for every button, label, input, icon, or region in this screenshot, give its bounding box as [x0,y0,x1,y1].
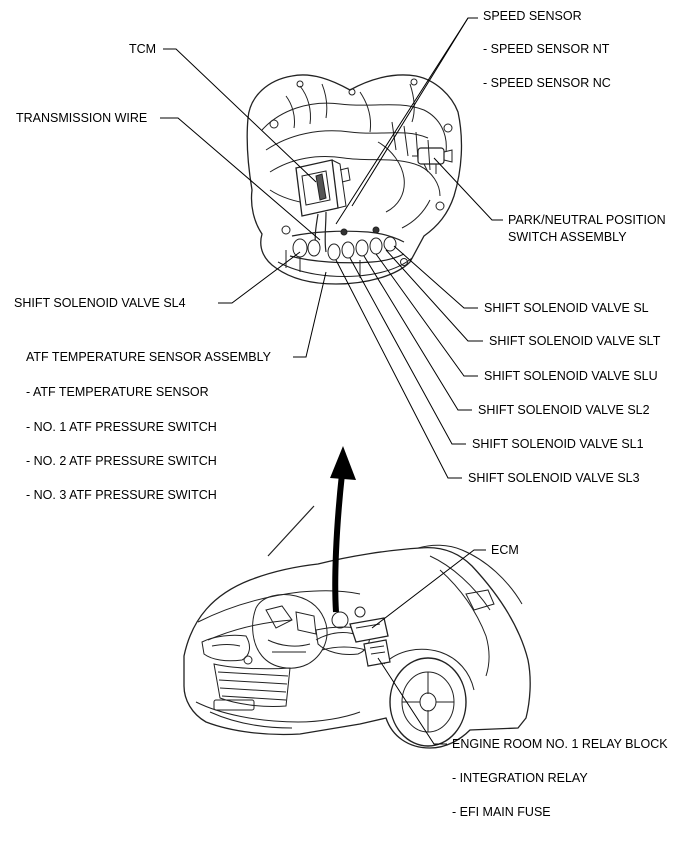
leader-lines [160,17,503,745]
label-integration-relay: - INTEGRATION RELAY [452,771,588,785]
label-speed-sensor: SPEED SENSOR [483,9,582,23]
label-park-neutral-switch: PARK/NEUTRAL POSITION [508,213,666,227]
label-atf-pressure-switch-1: - NO. 1 ATF PRESSURE SWITCH [26,420,217,434]
connection-arrow [330,446,356,613]
label-atf-pressure-switch-3: - NO. 3 ATF PRESSURE SWITCH [26,488,217,502]
label-atf-temp-sensor: - ATF TEMPERATURE SENSOR [26,385,209,399]
label-atf-pressure-switch-2: - NO. 2 ATF PRESSURE SWITCH [26,454,217,468]
transaxle-illustration [246,74,463,285]
label-shift-solenoid-sl: SHIFT SOLENOID VALVE SL [484,301,649,315]
label-engine-room-relay-block: ENGINE ROOM NO. 1 RELAY BLOCK [452,737,668,751]
label-shift-solenoid-sl1: SHIFT SOLENOID VALVE SL1 [472,437,644,451]
label-speed-sensor-nc: - SPEED SENSOR NC [483,76,611,90]
label-tcm: TCM [129,42,157,56]
label-shift-solenoid-sl4: SHIFT SOLENOID VALVE SL4 [14,296,186,310]
label-shift-solenoid-sl3: SHIFT SOLENOID VALVE SL3 [468,471,640,485]
label-speed-sensor-nt: - SPEED SENSOR NT [483,42,610,56]
label-shift-solenoid-slt: SHIFT SOLENOID VALVE SLT [489,334,661,348]
label-shift-solenoid-slu: SHIFT SOLENOID VALVE SLU [484,369,658,383]
label-atf-temp-sensor-assembly: ATF TEMPERATURE SENSOR ASSEMBLY [26,350,271,364]
label-park-neutral-switch-2: SWITCH ASSEMBLY [508,230,627,244]
label-efi-main-fuse: - EFI MAIN FUSE [452,805,551,819]
label-transmission-wire: TRANSMISSION WIRE [16,111,148,125]
label-shift-solenoid-sl2: SHIFT SOLENOID VALVE SL2 [478,403,650,417]
vehicle-illustration [183,505,531,749]
label-ecm: ECM [491,543,519,557]
